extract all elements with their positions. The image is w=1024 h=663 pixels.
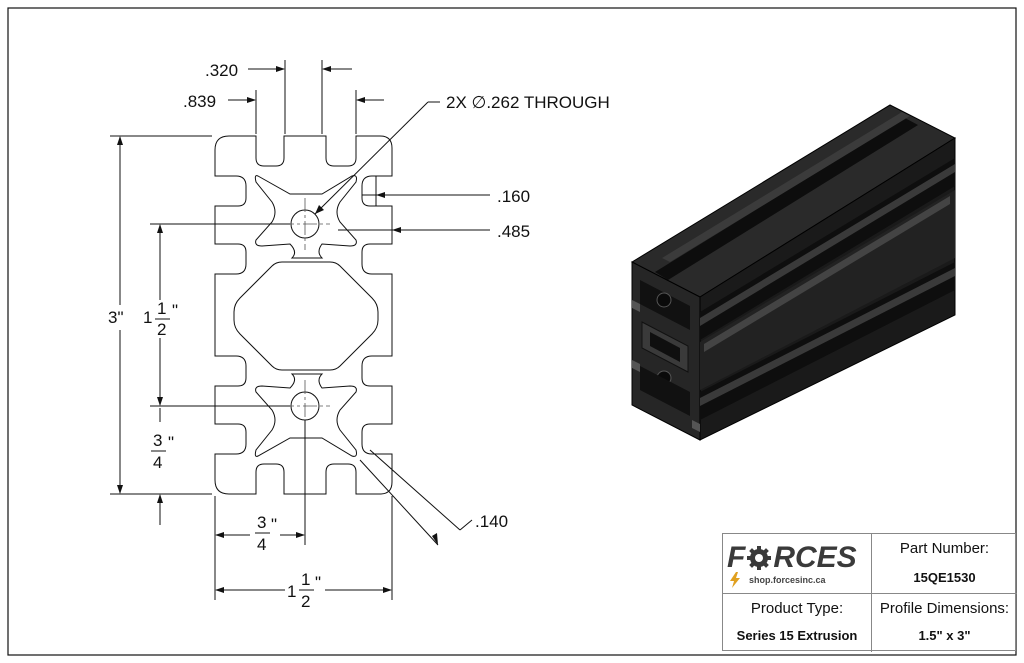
part-number-value-cell: 15QE1530 <box>872 570 1017 585</box>
product-type-label-cell: Product Type: <box>723 600 871 617</box>
logo-letters-rces: RCES <box>773 541 857 574</box>
drawing-border <box>7 7 1017 656</box>
dim-hole-pitch-den: 2 <box>157 320 166 339</box>
profile-dimensions-label-cell: Profile Dimensions: <box>872 600 1017 617</box>
part-number-value: 15QE1530 <box>913 570 976 585</box>
dim-hole-offset: .485 <box>497 222 530 241</box>
dim-hole-callout: 2X ∅.262 THROUGH <box>446 93 610 112</box>
company-logo: F RCES FORCES shop. <box>723 534 871 593</box>
dim-width-unit: " <box>315 573 321 592</box>
profile-dimensions-value-cell: 1.5" x 3" <box>872 628 1017 643</box>
dim-slot-opening: .839 <box>183 92 216 111</box>
lower-core-cavity <box>254 373 357 457</box>
profile-outline <box>214 135 393 495</box>
dimension-lines <box>110 60 490 600</box>
title-block-divider <box>723 593 871 594</box>
center-cavity <box>233 261 379 371</box>
title-block-divider <box>871 593 1017 594</box>
part-number-label-cell: Part Number: <box>872 540 1017 557</box>
dim-slot-width: .320 <box>205 61 238 80</box>
product-type-value-cell: Series 15 Extrusion <box>723 628 871 643</box>
title-block: F RCES FORCES shop. <box>722 533 1017 652</box>
logo-letter-f: F <box>727 541 746 574</box>
lightning-bolt-icon <box>730 572 740 588</box>
dim-total-height: 3" <box>108 308 124 327</box>
dim-wall: .140 <box>475 512 508 531</box>
product-type-label: Product Type: <box>750 600 844 617</box>
dim-bottom-half-den: 4 <box>257 535 266 554</box>
logo-url: shop.forcesinc.ca <box>749 575 826 585</box>
logo-text: FORCES <box>723 534 724 535</box>
dim-lip: .160 <box>497 187 530 206</box>
dimension-labels: .320 .839 2X ∅.262 THROUGH .160 .485 3" … <box>108 61 610 611</box>
dim-bottom-half-num: 3 <box>257 513 266 532</box>
profile-cross-section <box>214 135 393 495</box>
upper-core-cavity <box>254 175 357 259</box>
dim-half-height-unit: " <box>168 433 174 452</box>
dim-hole-pitch-num: 1 <box>157 299 166 318</box>
extrusion-3d-render <box>630 104 957 441</box>
dim-half-height-den: 4 <box>153 453 162 472</box>
profile-dimensions-value: 1.5" x 3" <box>918 628 971 643</box>
dim-width-whole: 1 <box>287 582 296 601</box>
profile-dimensions-label: Profile Dimensions: <box>879 600 1010 617</box>
product-type-value: Series 15 Extrusion <box>736 628 858 643</box>
gear-icon <box>747 546 772 570</box>
dim-half-height-num: 3 <box>153 431 162 450</box>
dim-width-num: 1 <box>301 570 310 589</box>
dim-hole-pitch-unit: " <box>172 301 178 320</box>
dim-bottom-half-unit: " <box>271 515 277 534</box>
dim-width-den: 2 <box>301 592 310 611</box>
part-number-label: Part Number: <box>899 540 990 557</box>
dim-hole-pitch-whole: 1 <box>143 308 152 327</box>
